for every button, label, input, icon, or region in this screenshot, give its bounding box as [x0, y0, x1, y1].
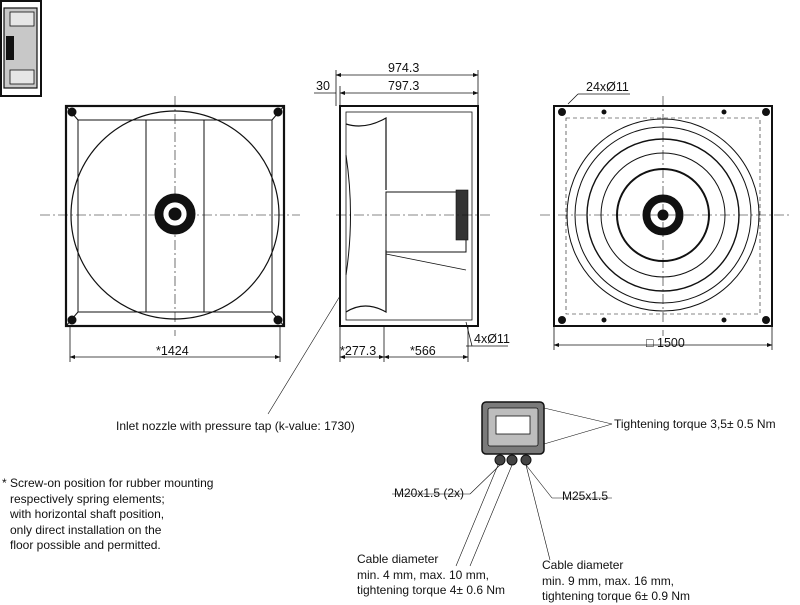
- side-dimensions: [314, 70, 508, 362]
- side-mount-right-label: *566: [410, 344, 436, 358]
- back-dimensions: [553, 93, 773, 350]
- cable-large-note: Cable diameter min. 9 mm, max. 16 mm, ti…: [542, 558, 690, 605]
- front-view: [40, 96, 300, 336]
- front-width-label: *1424: [156, 344, 189, 358]
- cable-large-line-2: min. 9 mm, max. 16 mm,: [542, 573, 675, 588]
- side-flange-label: 30: [316, 79, 330, 93]
- cable-small-line-2: min. 4 mm, max. 10 mm,: [357, 567, 490, 582]
- footnote-line-1: * Screw-on position for rubber mounting: [2, 476, 214, 490]
- side-depth-label: 797.3: [388, 79, 420, 93]
- cable-large-line-1: Cable diameter: [542, 558, 624, 572]
- footnote-line-4: only direct installation on the: [10, 522, 162, 537]
- side-overall-length-label: 974.3: [388, 61, 420, 75]
- footnote: * Screw-on position for rubber mounting …: [2, 476, 213, 554]
- back-view: [540, 96, 790, 336]
- cable-large-line-3: tightening torque 6± 0.9 Nm: [542, 589, 691, 603]
- side-holes-label: 4xØ11: [474, 332, 510, 346]
- front-width-dimension: [69, 326, 281, 362]
- terminal-box: [481, 401, 545, 466]
- cable-small-note: Cable diameter min. 4 mm, max. 10 mm, ti…: [357, 552, 505, 599]
- inlet-nozzle-label: Inlet nozzle with pressure tap (k-value:…: [116, 419, 355, 433]
- m25-gland-label: M25x1.5: [562, 489, 609, 503]
- tightening-torque-label: Tightening torque 3,5± 0.5 Nm: [614, 417, 776, 431]
- side-view: [336, 105, 490, 327]
- footnote-line-5: floor possible and permitted.: [10, 538, 161, 552]
- footnote-line-3: with horizontal shaft position,: [10, 507, 165, 521]
- back-square-label: □ 1500: [646, 336, 685, 350]
- side-mount-left-label: *277.3: [340, 344, 377, 358]
- cable-small-line-1: Cable diameter: [357, 552, 439, 566]
- mounting-position-icon: [0, 0, 42, 97]
- back-holes-label: 24xØ11: [586, 80, 629, 94]
- cable-small-line-3: tightening torque 4± 0.6 Nm: [357, 583, 506, 597]
- leader-lines: [267, 295, 613, 567]
- footnote-line-2: respectively spring elements;: [10, 491, 165, 506]
- m20-gland-label: M20x1.5 (2x): [394, 486, 465, 500]
